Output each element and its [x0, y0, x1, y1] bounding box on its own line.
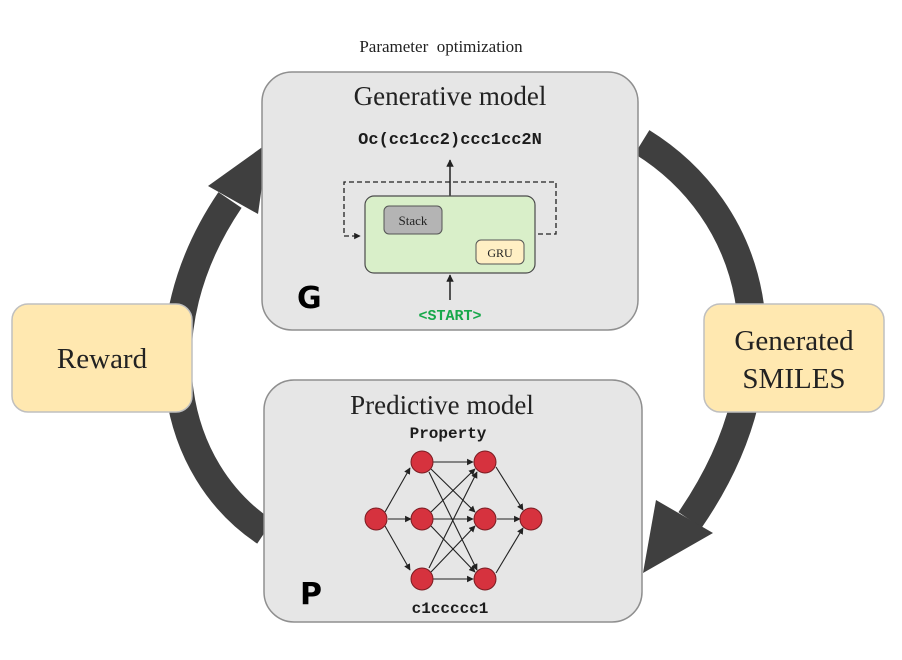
reward-label: Reward: [57, 343, 148, 375]
parameter-optimization-label: Parameter optimization: [359, 37, 523, 56]
generative-model-panel: Generative model Oc(cc1cc2)ccc1cc2N Stac…: [261, 71, 639, 331]
node-input: [364, 507, 388, 531]
input-smiles: c1ccccc1: [412, 600, 489, 618]
generative-model-title: Generative model: [354, 81, 547, 111]
cycle-arrow-left-head: [208, 143, 268, 214]
stack-label: Stack: [399, 213, 428, 228]
gru-label: GRU: [487, 246, 513, 260]
start-token: <START>: [418, 308, 481, 325]
property-label: Property: [410, 425, 487, 443]
node-h2-2: [473, 507, 497, 531]
predictive-letter: P: [300, 577, 322, 612]
predictive-model-title: Predictive model: [350, 390, 534, 420]
cycle-arrow-right: [634, 130, 767, 528]
generated-smiles-output: Oc(cc1cc2)ccc1cc2N: [358, 131, 542, 150]
node-output: [519, 507, 543, 531]
reward-box: Reward: [11, 303, 193, 413]
node-h1-1: [410, 450, 434, 474]
node-h1-3: [410, 567, 434, 591]
neuron-node-icon: [364, 450, 543, 591]
network-edges: [384, 458, 524, 583]
cycle-arrow-right-head: [643, 500, 713, 573]
node-h2-1: [473, 450, 497, 474]
node-h2-3: [473, 567, 497, 591]
node-h1-2: [410, 507, 434, 531]
stack-block: [383, 205, 443, 235]
recurrent-loop-icon: [343, 181, 557, 240]
gru-block: [475, 239, 525, 265]
generative-letter: G: [297, 281, 322, 316]
generated-smiles-box: Generated SMILES: [703, 303, 885, 413]
predictive-model-panel: Predictive model Property: [263, 379, 643, 623]
generated-label-line1: Generated: [734, 325, 854, 357]
generated-label-line2: SMILES: [742, 363, 845, 395]
